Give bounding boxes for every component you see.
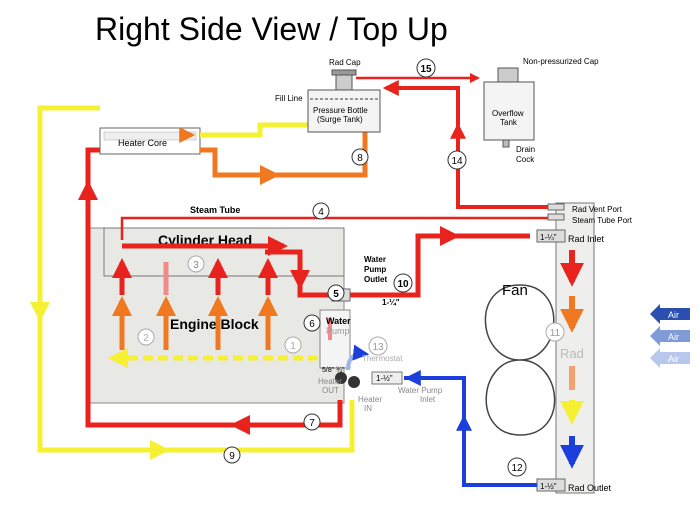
marker-6: 6 — [303, 314, 321, 332]
water-pump-outlet-label-3: Outlet — [364, 275, 387, 284]
marker-7: 7 — [303, 413, 321, 431]
marker-13-text: 13 — [372, 342, 384, 353]
non-pressurized-cap — [497, 67, 519, 83]
rad-inlet-size: 1-¼" — [540, 233, 557, 242]
engine-block-label: Engine Block — [170, 316, 259, 332]
overflow-tank-label-2: Tank — [500, 118, 518, 127]
red-heater-supply-line — [85, 147, 343, 428]
marker-15: 15 — [416, 58, 436, 78]
marker-3-text: 3 — [193, 260, 199, 271]
marker-7-text: 7 — [309, 418, 315, 429]
steam-tube-port — [547, 213, 565, 221]
marker-14: 14 — [447, 150, 467, 170]
thermostat-label: Thermostat — [362, 354, 403, 363]
drain-cock-label-2: Cock — [516, 155, 535, 164]
rad-inlet-label: Rad Inlet — [568, 234, 605, 244]
water-pump-outlet-label-2: Pump — [364, 265, 386, 274]
rad-label: Rad — [560, 346, 584, 361]
water-pump-outlet-label-1: Water — [364, 255, 386, 264]
marker-2: 2 — [137, 328, 155, 346]
fan-label: Fan — [502, 282, 528, 299]
overflow-tank — [483, 81, 535, 141]
drain-cock-label-1: Drain — [516, 145, 535, 154]
yellow-return-line — [37, 105, 355, 453]
rad-vent-port-label: Rad Vent Port — [572, 205, 623, 214]
water-pump-inlet-label-2: Inlet — [420, 395, 436, 404]
steam-tube-line — [120, 216, 556, 240]
water-pump-label-2: Pump — [326, 326, 350, 336]
air-label-1: Air — [668, 310, 679, 320]
block-flow-arrows — [112, 258, 278, 350]
heater-port-size-label: 5/8" ¾" — [322, 367, 345, 374]
marker-3: 3 — [187, 255, 205, 273]
rad-vent-port — [547, 203, 565, 211]
rad-outlet-label: Rad Outlet — [568, 483, 612, 493]
rad-cap-top — [331, 69, 357, 76]
fan-blade — [484, 284, 556, 436]
fill-line-label: Fill Line — [275, 94, 303, 103]
heater-in-label-2: IN — [364, 404, 372, 413]
pump-inlet-fitting — [371, 371, 403, 385]
heater-out-label-2: OUT — [322, 386, 339, 395]
marker-12: 12 — [507, 457, 527, 477]
water-pump-label-1: Water — [326, 316, 351, 326]
marker-10-text: 10 — [397, 279, 409, 290]
marker-9-text: 9 — [229, 451, 235, 462]
water-pump-inlet-label-1: Water Pump — [398, 386, 443, 395]
drain-cock — [502, 139, 510, 148]
air-label-3: Air — [668, 354, 679, 364]
steam-tube-port-label: Steam Tube Port — [572, 216, 633, 225]
marker-2-text: 2 — [143, 333, 149, 344]
rad-outlet-size: 1-½" — [540, 482, 557, 491]
marker-12-text: 12 — [511, 463, 523, 474]
marker-14-text: 14 — [451, 156, 463, 167]
vent-line — [392, 86, 556, 209]
marker-1: 1 — [284, 336, 302, 354]
surge-tank-label: (Surge Tank) — [317, 115, 363, 124]
non-pressurized-cap-label: Non-pressurized Cap — [523, 57, 599, 66]
rad-inlet-fitting — [536, 229, 566, 243]
water-pump — [319, 309, 351, 369]
outlet-to-rad-line — [350, 233, 530, 298]
heater-out-port — [335, 372, 347, 384]
marker-5: 5 — [327, 284, 345, 302]
marker-8-text: 8 — [357, 153, 363, 164]
heater-core-fins — [103, 131, 197, 141]
marker-15-text: 15 — [420, 64, 432, 75]
thermostat-flow-arrow — [346, 344, 370, 371]
diagram-title: Right Side View / Top Up — [95, 11, 448, 47]
marker-4: 4 — [312, 202, 330, 220]
rad-cap-label: Rad Cap — [329, 58, 361, 67]
heater-in-port — [348, 376, 360, 388]
outlet-size-label: 1-¼" — [382, 298, 400, 307]
heater-core-label: Heater Core — [118, 138, 167, 148]
air-arrow-3 — [650, 348, 690, 368]
air-arrow-2 — [650, 326, 690, 346]
marker-8: 8 — [351, 148, 369, 166]
marker-5-text: 5 — [333, 289, 339, 300]
marker-9: 9 — [223, 446, 241, 464]
marker-10: 10 — [393, 273, 413, 293]
marker-4-text: 4 — [318, 207, 324, 218]
heater-in-label-1: Heater — [358, 395, 382, 404]
air-arrow-1 — [650, 304, 690, 324]
marker-13: 13 — [368, 336, 388, 356]
pressure-bottle — [307, 89, 381, 133]
air-label-2: Air — [668, 332, 679, 342]
marker-1-text: 1 — [290, 341, 296, 352]
yellow-heater-to-tank — [200, 122, 308, 138]
pressure-bottle-label: Pressure Bottle — [313, 106, 368, 115]
pump-inlet-size: 1-½" — [376, 374, 393, 383]
marker-11-text: 11 — [550, 328, 561, 339]
marker-6-text: 6 — [309, 319, 315, 330]
overflow-tank-label-1: Overflow — [492, 109, 524, 118]
marker-11: 11 — [545, 322, 565, 342]
heater-out-label-1: Heater — [318, 377, 342, 386]
steam-tube-label: Steam Tube — [190, 205, 240, 215]
